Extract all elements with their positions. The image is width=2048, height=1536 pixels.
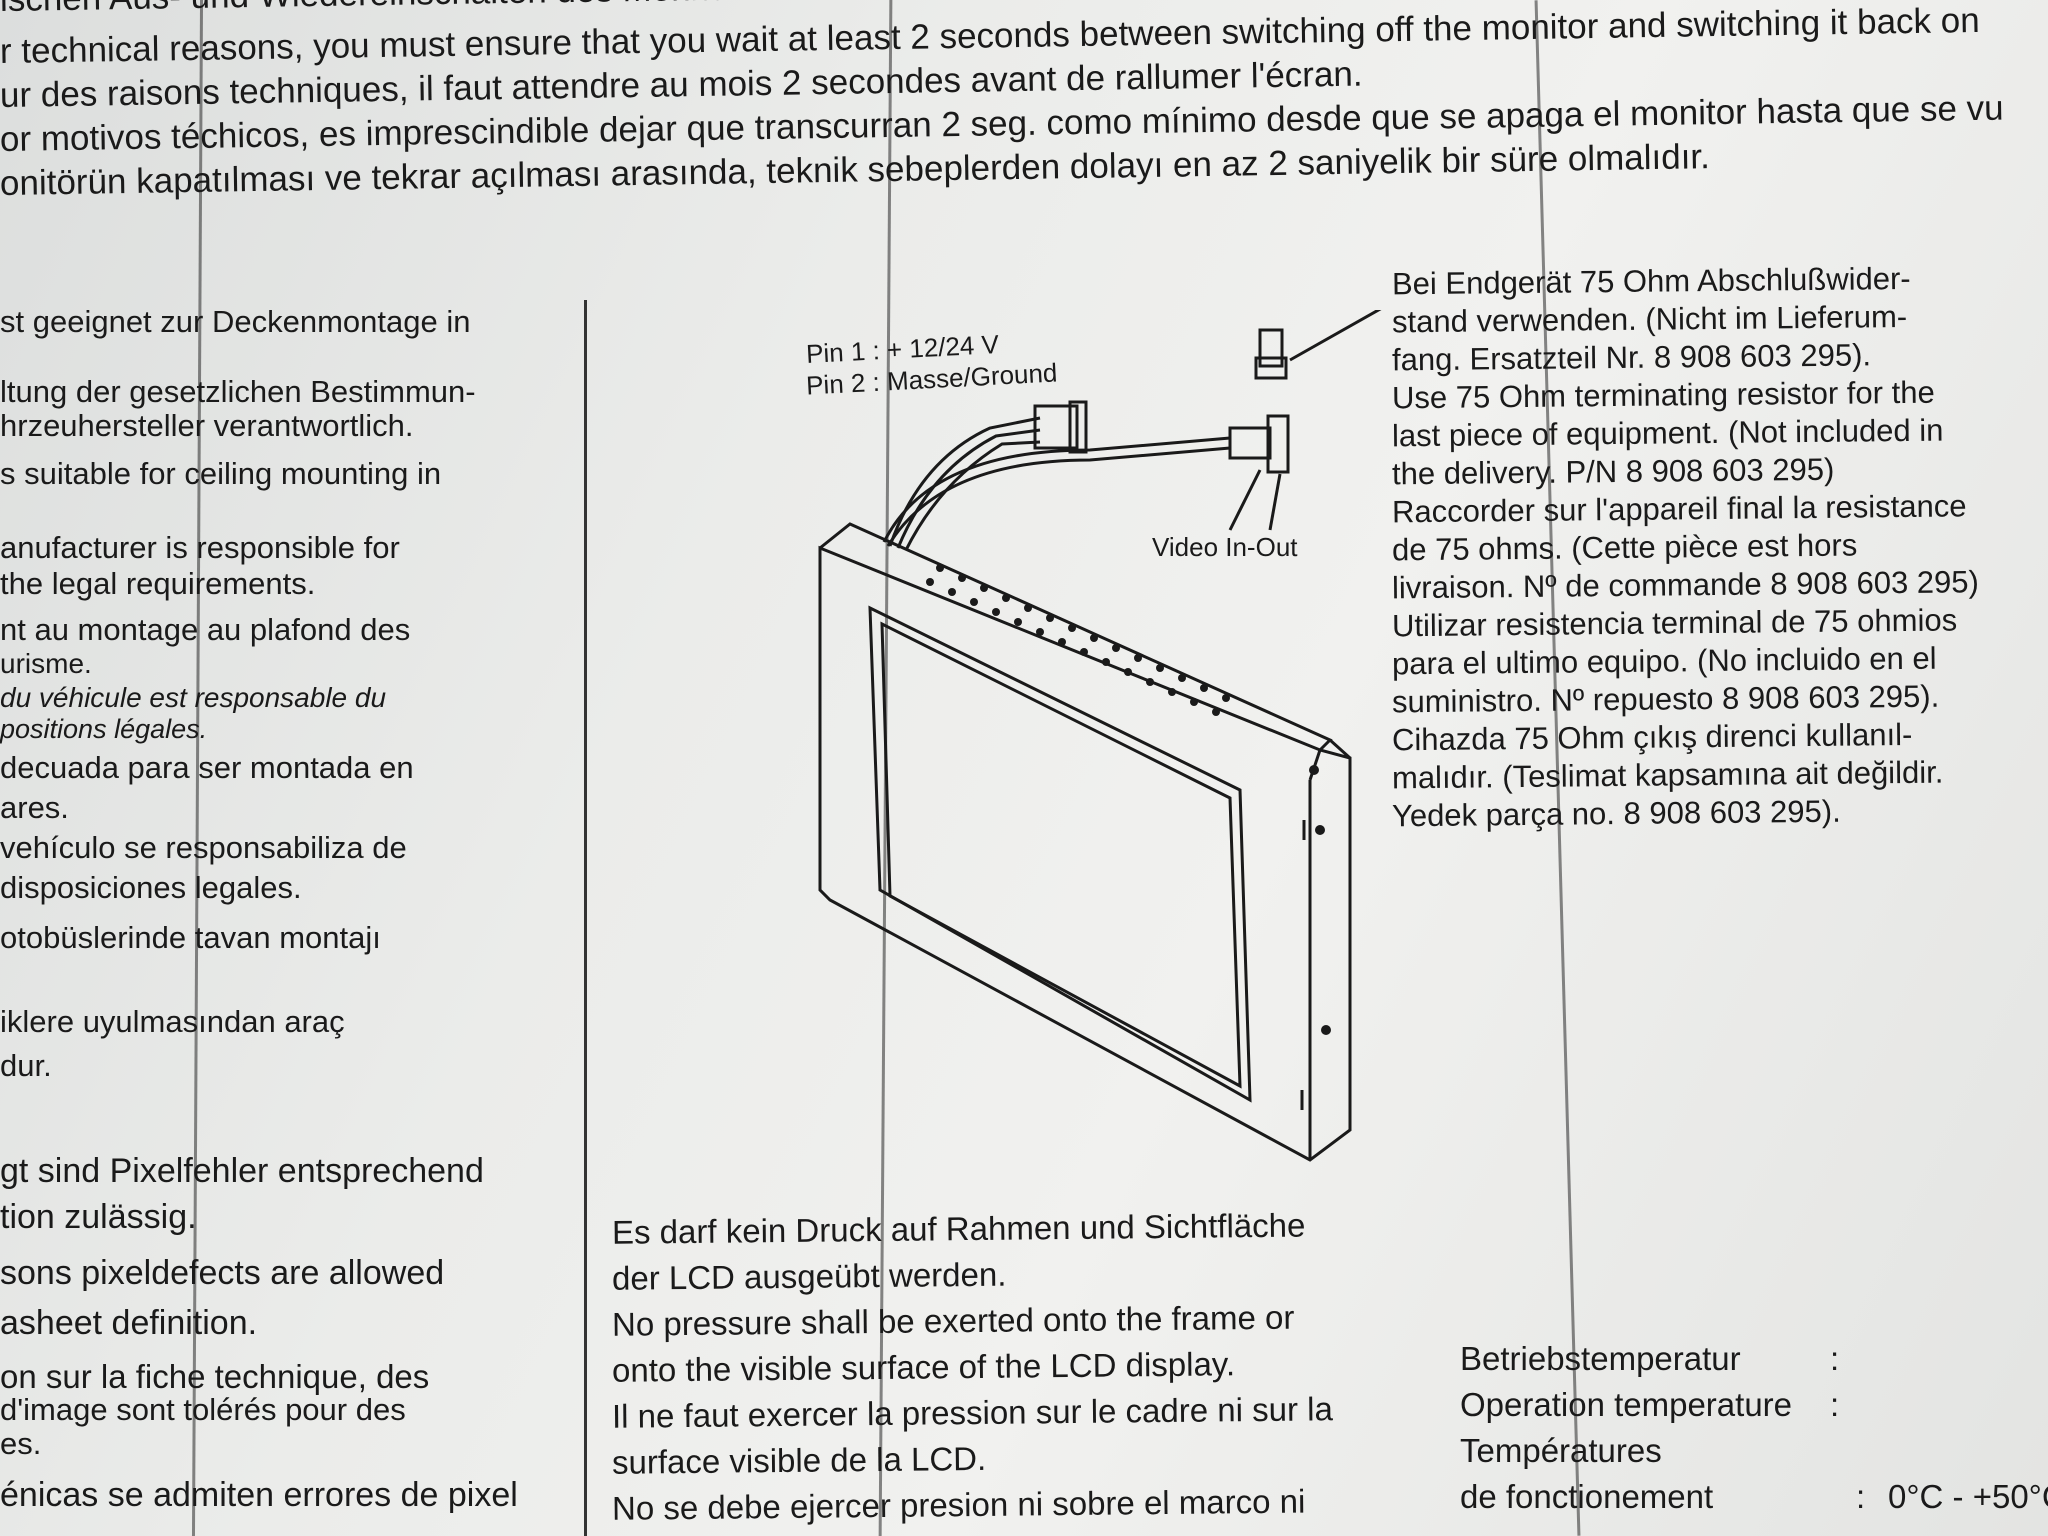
right-text-line: malıdır. (Teslimat kapsamına ait değildi… bbox=[1391, 754, 1944, 796]
left-text-line: ltung der gesetzlichen Bestimmun- bbox=[0, 374, 476, 409]
temperature-label: de fonctionement bbox=[1460, 1478, 1714, 1515]
temperature-value: 0°C - +50°C bbox=[1888, 1478, 2048, 1515]
bottom-text-line: surface visible de la LCD. bbox=[611, 1439, 987, 1481]
left-text-line: anufacturer is responsible for bbox=[0, 530, 400, 565]
left-text-line: s suitable for ceiling mounting in bbox=[0, 456, 442, 491]
right-text-line: Yedek parça no. 8 908 603 295). bbox=[1391, 793, 1841, 834]
left-text-line: the legal requirements. bbox=[0, 566, 316, 601]
left-text-line: sons pixeldefects are allowed bbox=[0, 1254, 445, 1292]
left-text-line: tion zulässig. bbox=[0, 1198, 197, 1236]
right-text-line: Use 75 Ohm terminating resistor for the bbox=[1391, 374, 1935, 416]
bottom-text-line: Es darf kein Druck auf Rahmen und Sichtf… bbox=[611, 1206, 1306, 1251]
left-text-line: iklere uyulmasından araç bbox=[0, 1004, 345, 1039]
ventilation-grille bbox=[926, 564, 1331, 1035]
monitor-frame bbox=[818, 545, 1352, 1162]
left-text-line: urisme. bbox=[0, 648, 92, 679]
left-text-line: st geeignet zur Deckenmontage in bbox=[0, 304, 471, 339]
right-text-line: the delivery. P/N 8 908 603 295) bbox=[1391, 451, 1835, 492]
bottom-text-line: onto the visible surface of the LCD disp… bbox=[611, 1345, 1236, 1389]
bottom-text-line: Il ne faut exercer la pression sur le ca… bbox=[611, 1390, 1334, 1435]
left-text-line: nt au montage au plafond des bbox=[0, 612, 411, 647]
temperature-row: de fonctionement : 0°C - +50°C bbox=[1460, 1474, 2048, 1520]
left-text-line: énicas se admiten errores de pixel bbox=[0, 1476, 518, 1514]
left-text-line: gt sind Pixelfehler entsprechend bbox=[0, 1152, 484, 1190]
monitor-screen-bezel bbox=[868, 605, 1252, 1103]
video-cable bbox=[882, 436, 1231, 543]
power-connector bbox=[1033, 404, 1079, 450]
monitor-diagram bbox=[818, 310, 1382, 1162]
left-text-line: on sur la fiche technique, des bbox=[0, 1358, 430, 1395]
right-text-line: Raccorder sur l'appareil final la resist… bbox=[1391, 488, 1967, 530]
right-column: Bei Endgerät 75 Ohm Abschlußwider- stand… bbox=[1391, 260, 2032, 833]
right-text-line: Bei Endgerät 75 Ohm Abschlußwider- bbox=[1391, 260, 1911, 302]
left-text-line: d'image sont tolérés pour des bbox=[0, 1392, 406, 1427]
temperature-label: Betriebstemperatur bbox=[1460, 1340, 1741, 1377]
right-text-line: para el ultimo equipo. (No incluido en e… bbox=[1391, 640, 1937, 682]
right-text-line: livraison. Nº de commande 8 908 603 295) bbox=[1391, 564, 1980, 606]
left-text-line: es. bbox=[0, 1426, 42, 1461]
monitor-screen bbox=[880, 621, 1242, 1089]
left-text-line: otobüslerinde tavan montajı bbox=[0, 920, 381, 955]
right-text-line: fang. Ersatzteil Nr. 8 908 603 295). bbox=[1391, 337, 1872, 378]
bottom-text-line: der LCD ausgeübt werden. bbox=[611, 1255, 1007, 1297]
temperature-row: Betriebstemperatur : bbox=[1460, 1336, 2048, 1382]
left-text-line: positions légales. bbox=[0, 714, 208, 744]
left-text-line: ares. bbox=[0, 790, 69, 825]
right-text-line: last piece of equipment. (Not included i… bbox=[1391, 412, 1944, 454]
right-text-line: Utilizar resistencia terminal de 75 ohmi… bbox=[1391, 602, 1958, 644]
temperature-colon: : bbox=[1856, 1478, 1866, 1515]
bottom-text-line: No pressure shall be exerted onto the fr… bbox=[611, 1298, 1295, 1343]
temperature-colon: : bbox=[1830, 1340, 1840, 1377]
temperature-label: Operation temperature bbox=[1460, 1386, 1793, 1423]
left-text-line: asheet definition. bbox=[0, 1304, 258, 1342]
power-cable bbox=[888, 416, 1041, 547]
video-connector bbox=[1228, 426, 1272, 460]
right-text-line: Cihazda 75 Ohm çıkış direnci kullanıl- bbox=[1391, 716, 1913, 758]
monitor-top-edge bbox=[819, 522, 1333, 752]
video-label: Video In-Out bbox=[1152, 532, 1298, 562]
right-text-line: stand verwenden. (Nicht im Lieferum- bbox=[1391, 298, 1908, 340]
left-text-line: vehículo se responsabiliza de bbox=[0, 830, 407, 865]
temperature-row: Températures bbox=[1460, 1428, 2048, 1474]
left-text-line: dur. bbox=[0, 1048, 52, 1083]
terminator bbox=[1258, 328, 1284, 368]
bottom-column: Es darf kein Druck auf Rahmen und Sichtf… bbox=[612, 1206, 1333, 1528]
temperature-row: Operation temperature : bbox=[1460, 1382, 2048, 1428]
column-divider bbox=[584, 300, 587, 1536]
right-text-line: de 75 ohms. (Cette pièce est hors bbox=[1391, 527, 1858, 568]
right-text-line: suministro. Nº repuesto 8 908 603 295). bbox=[1391, 678, 1940, 720]
bottom-text-line: No se debe ejercer presion ni sobre el m… bbox=[611, 1482, 1306, 1527]
temperature-colon: : bbox=[1830, 1386, 1840, 1423]
left-text-line: disposiciones legales. bbox=[0, 870, 302, 905]
left-text-line: hrzeuhersteller verantwortlich. bbox=[0, 408, 414, 443]
temperature-label: Températures bbox=[1460, 1432, 1662, 1469]
left-text-line: decuada para ser montada en bbox=[0, 750, 414, 785]
temperature-spec: Betriebstemperatur : Operation temperatu… bbox=[1460, 1336, 2048, 1520]
left-text-line: du véhicule est responsable du bbox=[0, 682, 387, 713]
